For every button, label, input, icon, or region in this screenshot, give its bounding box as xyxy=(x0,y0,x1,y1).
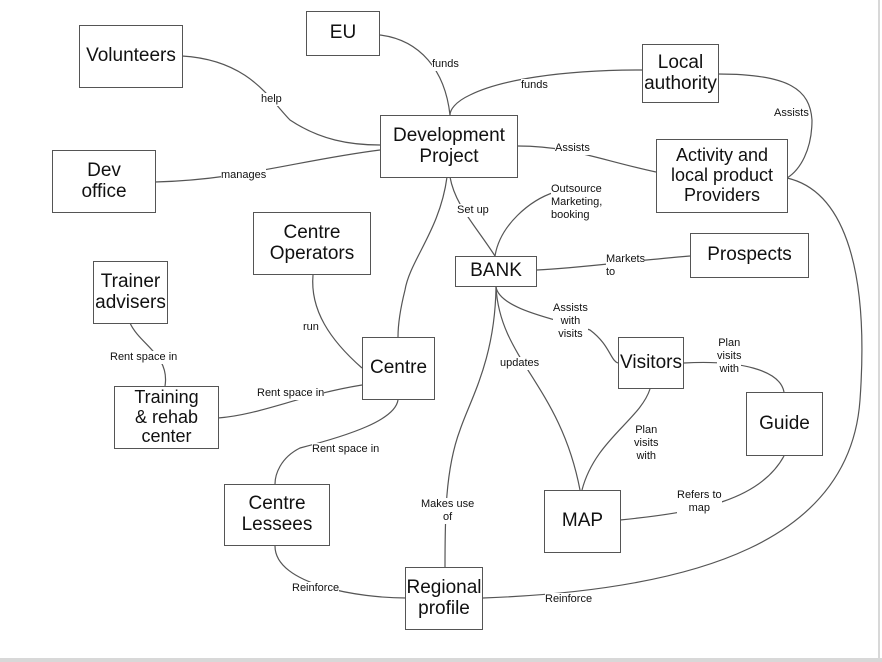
edge-label-outsource: Outsource Marketing, booking xyxy=(551,183,603,223)
node-volunteers: Volunteers xyxy=(79,25,183,88)
edge-providers-regionalprofile xyxy=(482,177,863,599)
edge-bank-regionalprofile xyxy=(444,286,497,568)
node-local-authority: Local authority xyxy=(642,44,719,103)
edge-label-reinforce-providers: Reinforce xyxy=(545,593,593,607)
node-centre: Centre xyxy=(362,337,435,400)
node-visitors: Visitors xyxy=(618,337,684,389)
edge-label-updates: updates xyxy=(500,357,540,371)
node-centre-operators: Centre Operators xyxy=(253,212,371,275)
edge-eu-devproject xyxy=(379,34,451,116)
edge-label-plan-visits-guide: Plan visits with xyxy=(717,337,742,377)
edge-localauthority-providers xyxy=(717,73,813,179)
edge-centreoperators-centre xyxy=(312,274,363,369)
edge-bank-prospects xyxy=(536,255,691,271)
edge-visitors-guide xyxy=(683,361,785,393)
canvas-right-border xyxy=(878,0,880,662)
node-eu: EU xyxy=(306,11,380,56)
edge-label-assists-local-authority: Assists xyxy=(774,107,809,121)
node-centre-lessees: Centre Lessees xyxy=(224,484,330,546)
edge-label-assists-with-visits: Assists with visits xyxy=(553,302,588,342)
edge-label-plan-visits-map: Plan visits with xyxy=(634,424,659,464)
edge-volunteers-devproject xyxy=(181,55,381,146)
edge-label-assists-development-project: Assists xyxy=(555,142,590,156)
node-bank: BANK xyxy=(455,256,537,287)
edge-bank-providers xyxy=(494,191,556,257)
node-dev-office: Dev office xyxy=(52,150,156,213)
node-development-project: Development Project xyxy=(380,115,518,178)
edge-label-makes-use-of: Makes use of xyxy=(421,498,475,525)
edge-label-rent-space-trainer: Rent space in xyxy=(110,351,178,365)
node-training-rehab-center: Training & rehab center xyxy=(114,386,219,449)
edge-label-markets-to: Markets to xyxy=(606,253,646,280)
edge-label-manages: manages xyxy=(221,169,267,183)
node-trainer-advisers: Trainer advisers xyxy=(93,261,168,324)
edge-label-rent-space-lessees: Rent space in xyxy=(312,443,380,457)
node-regional-profile: Regional profile xyxy=(405,567,483,630)
edge-label-help: help xyxy=(261,93,282,107)
edge-localauthority-devproject xyxy=(449,69,643,116)
edge-map-guide xyxy=(619,455,785,521)
node-activity-providers: Activity and local product Providers xyxy=(656,139,788,213)
edge-label-set-up: Set up xyxy=(457,204,489,218)
edge-label-rent-space-training: Rent space in xyxy=(257,387,325,401)
edge-label-reinforce-lessees: Reinforce xyxy=(292,582,340,596)
edge-devproject-centre xyxy=(397,176,448,338)
node-prospects: Prospects xyxy=(690,233,809,278)
edge-centre-lessees xyxy=(274,399,399,485)
edge-label-run: run xyxy=(303,321,319,335)
edge-bank-map xyxy=(495,286,581,491)
node-guide: Guide xyxy=(746,392,823,456)
edge-label-funds-eu: funds xyxy=(432,58,459,72)
edge-devoffice-devproject xyxy=(154,149,381,183)
canvas-bottom-border xyxy=(0,658,882,662)
edge-visitors-map xyxy=(581,388,651,491)
node-map: MAP xyxy=(544,490,621,553)
edge-label-refers-to-map: Refers to map xyxy=(677,489,722,516)
edge-label-funds-local-authority: funds xyxy=(521,79,548,93)
edge-centre-training xyxy=(217,384,363,419)
